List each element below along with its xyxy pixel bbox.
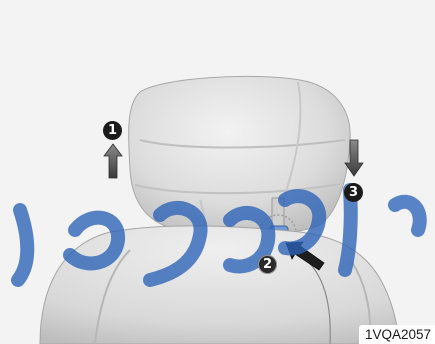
step-1-badge: 1 xyxy=(103,121,122,140)
step-2-badge: 2 xyxy=(258,255,277,274)
figure-code-label: 1VQA2057 xyxy=(359,325,435,344)
step-3-badge: 3 xyxy=(344,183,363,202)
watermark-logo xyxy=(0,170,435,290)
